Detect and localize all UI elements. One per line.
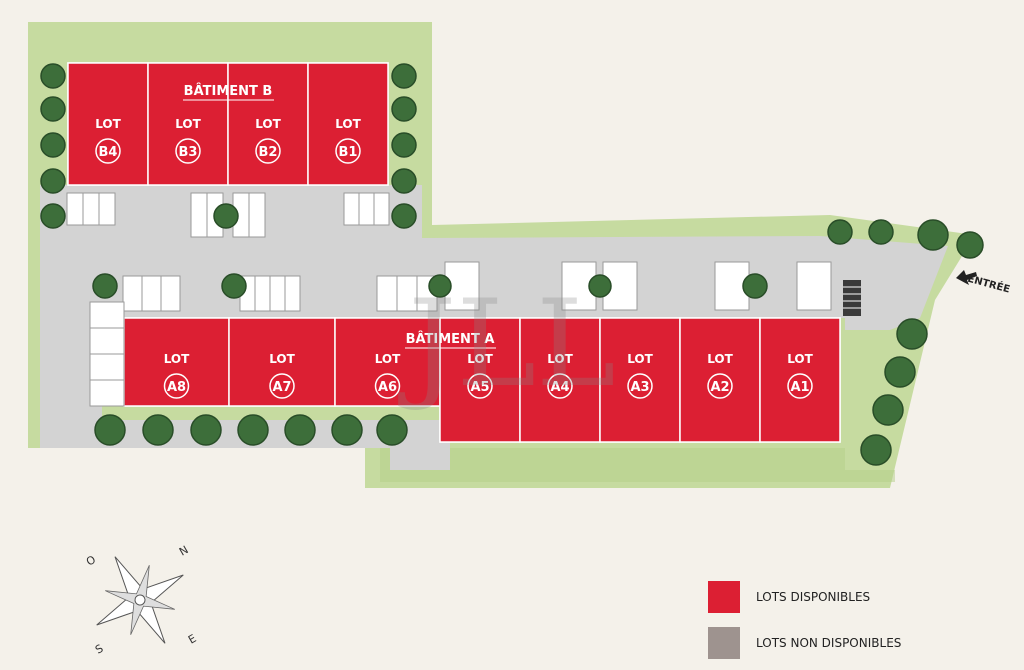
watermark-jll: JLL	[397, 275, 615, 414]
lot-a6-prefix: LOT	[375, 352, 401, 366]
lot-a5-badge	[467, 373, 493, 399]
lot-a2-badge	[707, 373, 733, 399]
lot-a5-prefix: LOT	[467, 352, 493, 366]
building-a-label: BÂTIMENT A	[406, 331, 495, 347]
lot-a3[interactable]	[599, 317, 681, 443]
compass-rose-icon	[96, 556, 184, 644]
lot-b4-prefix: LOT	[95, 117, 121, 131]
lot-b3-badge	[175, 138, 201, 164]
lot-a1-prefix: LOT	[787, 352, 813, 366]
lot-b2-code: B2	[259, 145, 278, 160]
lot-a8-prefix: LOT	[164, 352, 190, 366]
lot-b1-code: B1	[339, 145, 358, 160]
lot-a1-badge	[787, 373, 813, 399]
parking-bays	[66, 192, 832, 407]
lot-a5-code: A5	[470, 380, 489, 395]
lot-a2[interactable]	[679, 317, 761, 443]
entrance: ENTRÉE	[956, 270, 1012, 296]
lot-b1-prefix: LOT	[335, 117, 361, 131]
lot-a3-code: A3	[630, 380, 649, 395]
trees	[40, 63, 984, 466]
lot-a3-prefix: LOT	[627, 352, 653, 366]
lot-a5[interactable]	[439, 317, 521, 443]
legend-label-unavailable: LOTS NON DISPONIBLES	[756, 636, 902, 650]
lot-a8-code: A8	[167, 380, 186, 395]
lot-a8[interactable]	[123, 317, 230, 407]
lot-a7[interactable]	[228, 317, 336, 407]
legend-swatch-available	[708, 581, 740, 613]
lot-b1-badge	[335, 138, 361, 164]
lot-b2[interactable]	[227, 62, 309, 186]
lot-b4-badge	[95, 138, 121, 164]
lot-a4-badge	[547, 373, 573, 399]
entrance-label: ENTRÉE	[966, 272, 1011, 296]
lot-a6[interactable]	[334, 317, 441, 407]
compass-e: E	[186, 632, 199, 647]
building-b: LOT B4 LOT B3 LOT B2 LOT B1 BÂTIMENT B	[67, 62, 389, 186]
lot-a1[interactable]	[759, 317, 841, 443]
legend-label-available: LOTS DISPONIBLES	[756, 590, 871, 604]
lot-a7-badge	[269, 373, 295, 399]
lot-a4-code: A4	[550, 380, 569, 395]
lot-a4-prefix: LOT	[547, 352, 573, 366]
compass-s: S	[93, 642, 106, 657]
legend-swatch-unavailable	[708, 627, 740, 659]
lot-a2-code: A2	[710, 380, 729, 395]
lot-a3-badge	[627, 373, 653, 399]
compass-n: N	[177, 543, 191, 558]
lot-b4-code: B4	[99, 145, 118, 160]
lot-b3-code: B3	[179, 145, 198, 160]
lot-a2-prefix: LOT	[707, 352, 733, 366]
lot-a4[interactable]	[519, 317, 601, 443]
lot-a7-code: A7	[272, 380, 291, 395]
lot-b1[interactable]	[307, 62, 389, 186]
lot-b2-prefix: LOT	[255, 117, 281, 131]
arrow-icon	[956, 270, 977, 285]
legend-unavailable: LOTS NON DISPONIBLES	[708, 627, 901, 659]
lot-a6-code: A6	[378, 380, 397, 395]
lot-b2-badge	[255, 138, 281, 164]
legend-available: LOTS DISPONIBLES	[708, 581, 870, 613]
building-a: LOT A8 LOT A7 LOT A6 LOT A5 LOT A4 LOT A3 LOT A2 LOT A1…	[123, 317, 841, 443]
lot-b4[interactable]	[67, 62, 149, 186]
lot-a7-prefix: LOT	[269, 352, 295, 366]
lot-a6-badge	[374, 373, 401, 399]
lot-b3-prefix: LOT	[175, 117, 201, 131]
compass-o: O	[84, 553, 98, 569]
stairs	[843, 280, 861, 316]
lot-a8-badge	[163, 373, 190, 399]
building-b-label: BÂTIMENT B	[184, 83, 273, 99]
lot-b3[interactable]	[147, 62, 229, 186]
lot-a1-code: A1	[790, 380, 809, 395]
